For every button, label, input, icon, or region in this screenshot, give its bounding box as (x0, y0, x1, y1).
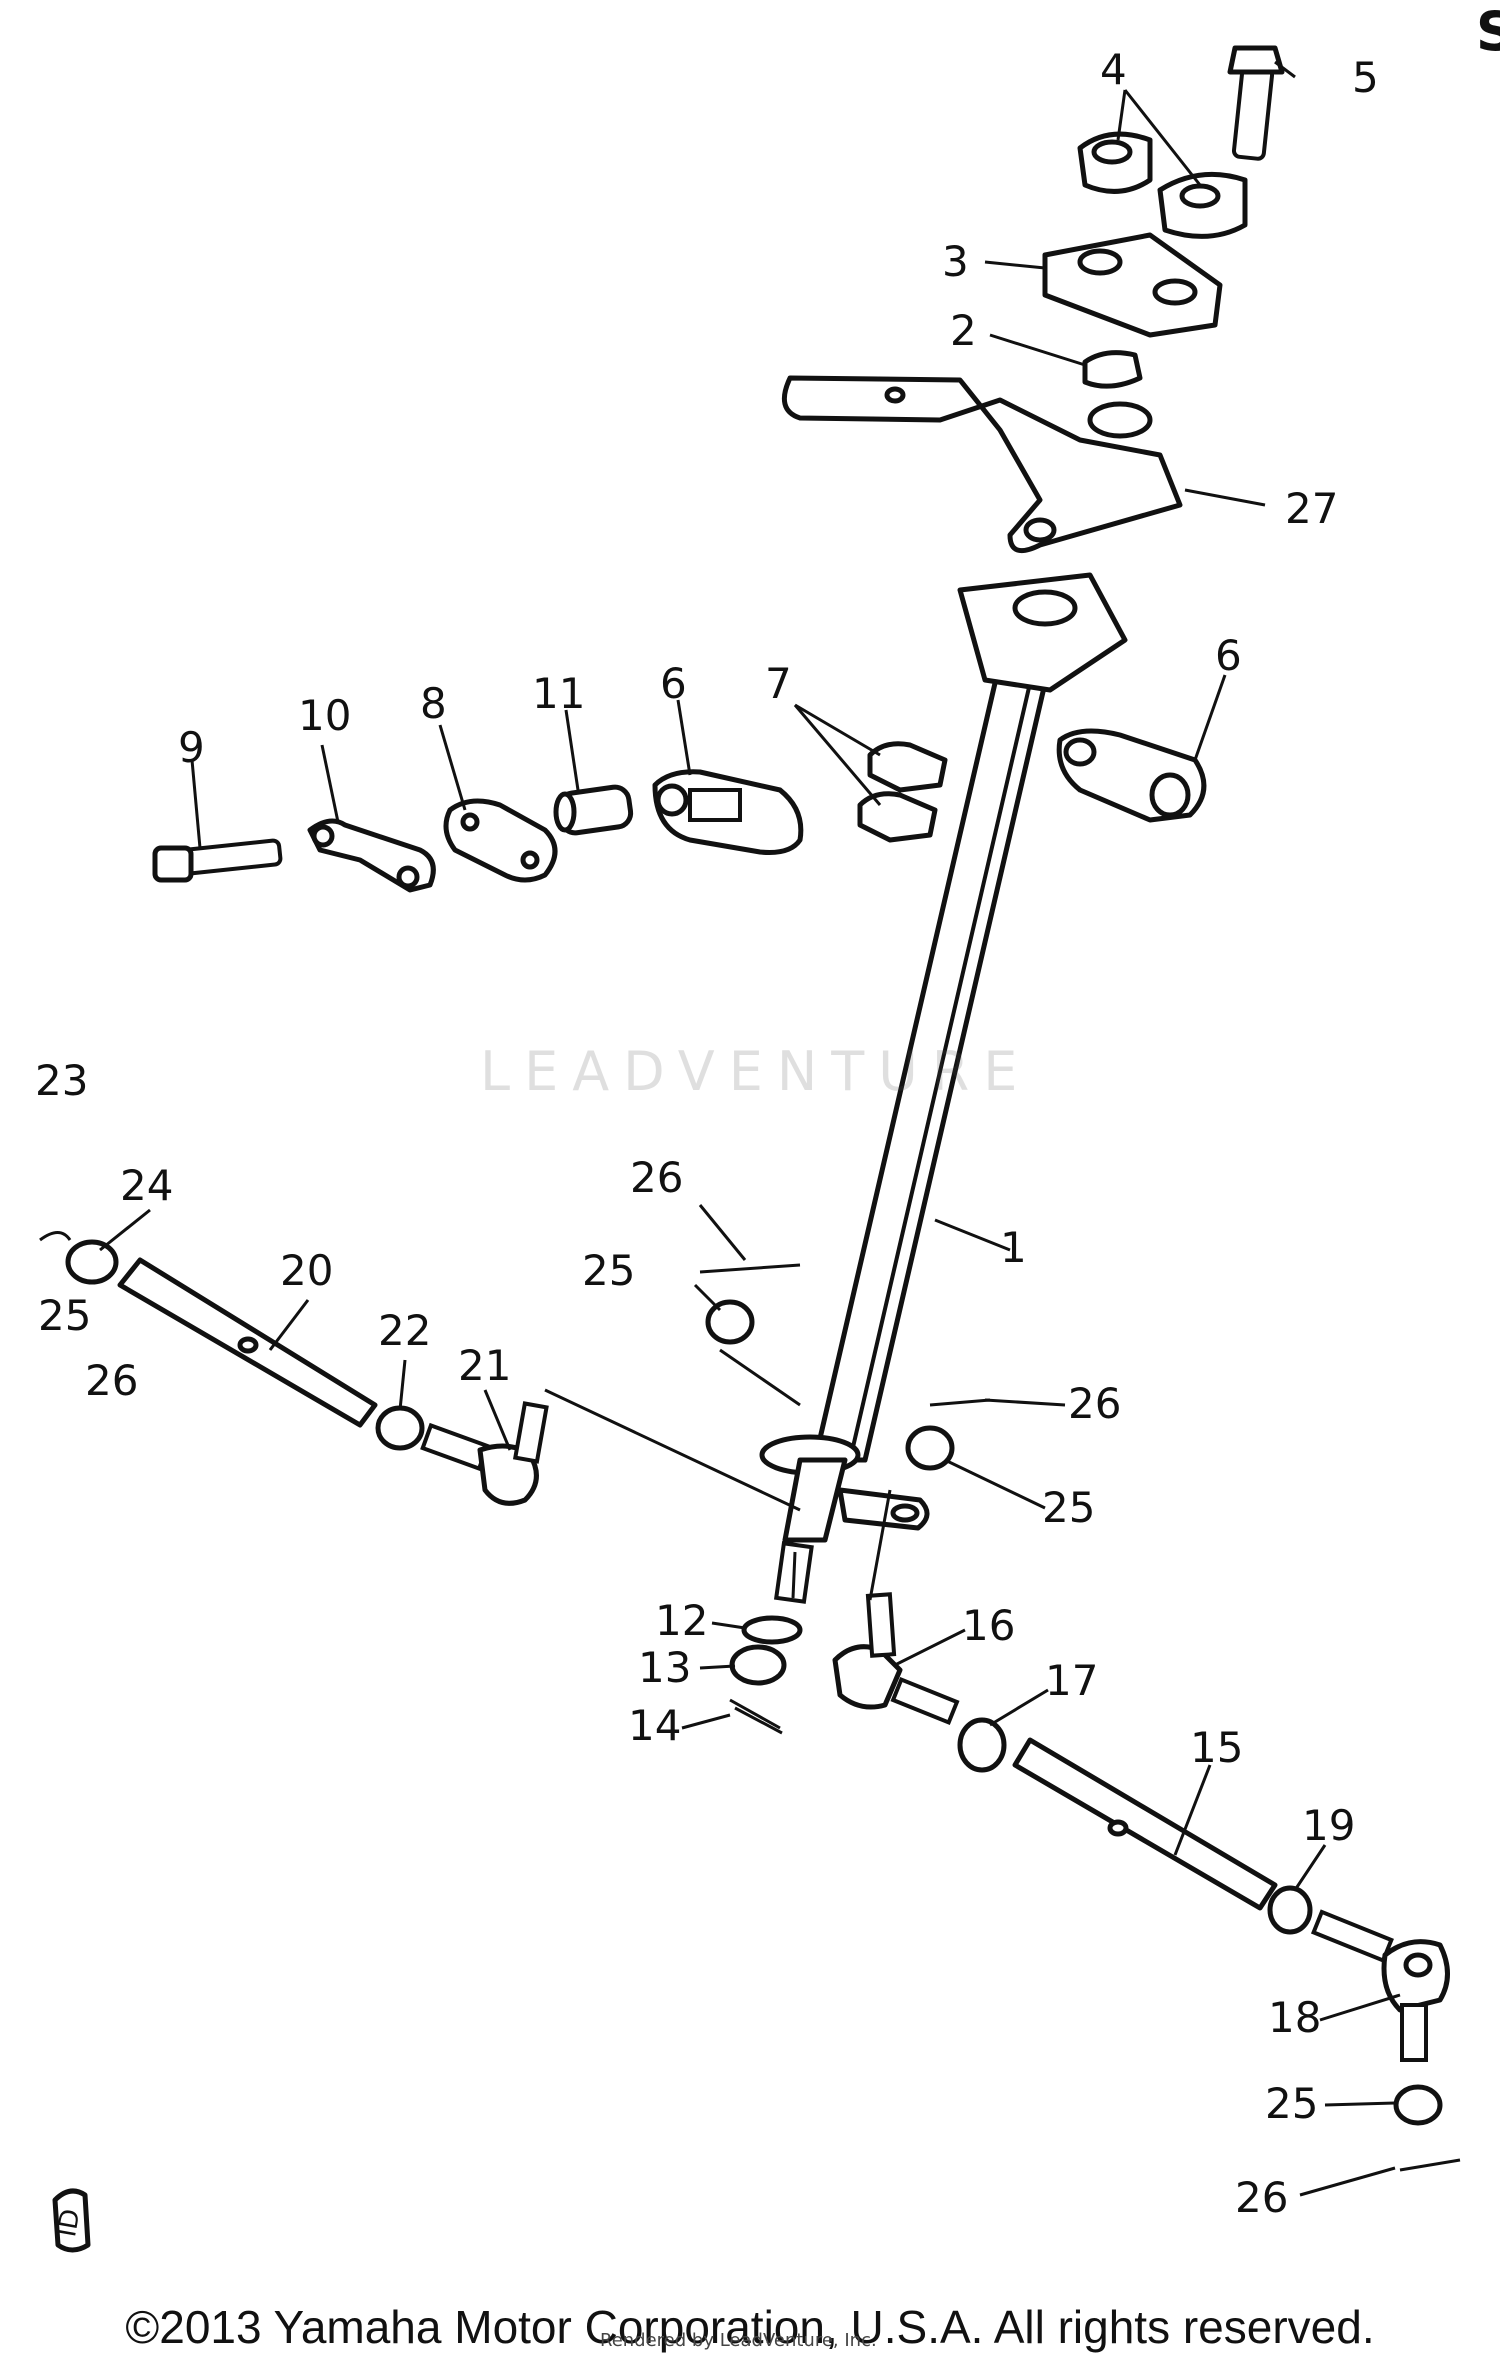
label-13: 13 (638, 1643, 691, 1692)
leader-lines (99, 60, 1401, 2197)
id-mark: ID (52, 2207, 86, 2239)
part-number-labels: 5 4 3 2 27 6 6 7 11 8 10 9 23 24 25 26 2… (35, 45, 1379, 2239)
label-26-right: 26 (1068, 1379, 1121, 1428)
rendered-by-text: Rendered by LeadVenture, Inc. (600, 2330, 877, 2351)
label-16: 16 (962, 1601, 1015, 1650)
label-26-center: 26 (630, 1153, 683, 1202)
label-5: 5 (1352, 53, 1379, 102)
label-4: 4 (1100, 45, 1127, 94)
label-20: 20 (280, 1246, 333, 1295)
label-10: 10 (298, 691, 351, 740)
corner-mark: S (1476, 0, 1500, 63)
label-14: 14 (628, 1701, 681, 1750)
label-15: 15 (1190, 1723, 1243, 1772)
left-mount-parts (152, 728, 1207, 893)
label-26-bottom: 26 (1235, 2173, 1288, 2222)
label-12: 12 (655, 1596, 708, 1645)
label-19: 19 (1302, 1801, 1355, 1850)
label-9: 9 (178, 723, 205, 772)
label-25-center: 25 (582, 1246, 635, 1295)
label-25-bottom: 25 (1265, 2079, 1318, 2128)
label-27: 27 (1285, 484, 1338, 533)
fastener-parts (52, 1263, 1461, 2253)
label-26-left: 26 (85, 1356, 138, 1405)
label-6-left: 6 (660, 659, 687, 708)
label-18: 18 (1268, 1993, 1321, 2042)
label-25-right: 25 (1042, 1483, 1095, 1532)
handlebar-holder-parts (1042, 45, 1285, 389)
steering-column-part (759, 572, 1128, 1604)
label-21: 21 (458, 1341, 511, 1390)
label-22: 22 (378, 1306, 431, 1355)
label-23: 23 (35, 1056, 88, 1105)
label-6-right: 6 (1215, 631, 1242, 680)
label-7: 7 (765, 659, 792, 708)
copyright-notice: ©2013 Yamaha Motor Corporation, U.S.A. A… (125, 2301, 1375, 2353)
label-1: 1 (1000, 1223, 1027, 1272)
tie-rod-left-parts (39, 1231, 549, 1506)
label-17: 17 (1045, 1656, 1098, 1705)
label-2: 2 (950, 306, 977, 355)
label-3: 3 (942, 237, 969, 286)
tie-rod-right-parts (832, 1592, 1450, 2062)
label-25-left: 25 (38, 1291, 91, 1340)
bracket-part (781, 375, 1183, 554)
label-24: 24 (120, 1161, 173, 1210)
label-11: 11 (532, 669, 585, 718)
label-8: 8 (420, 679, 447, 728)
